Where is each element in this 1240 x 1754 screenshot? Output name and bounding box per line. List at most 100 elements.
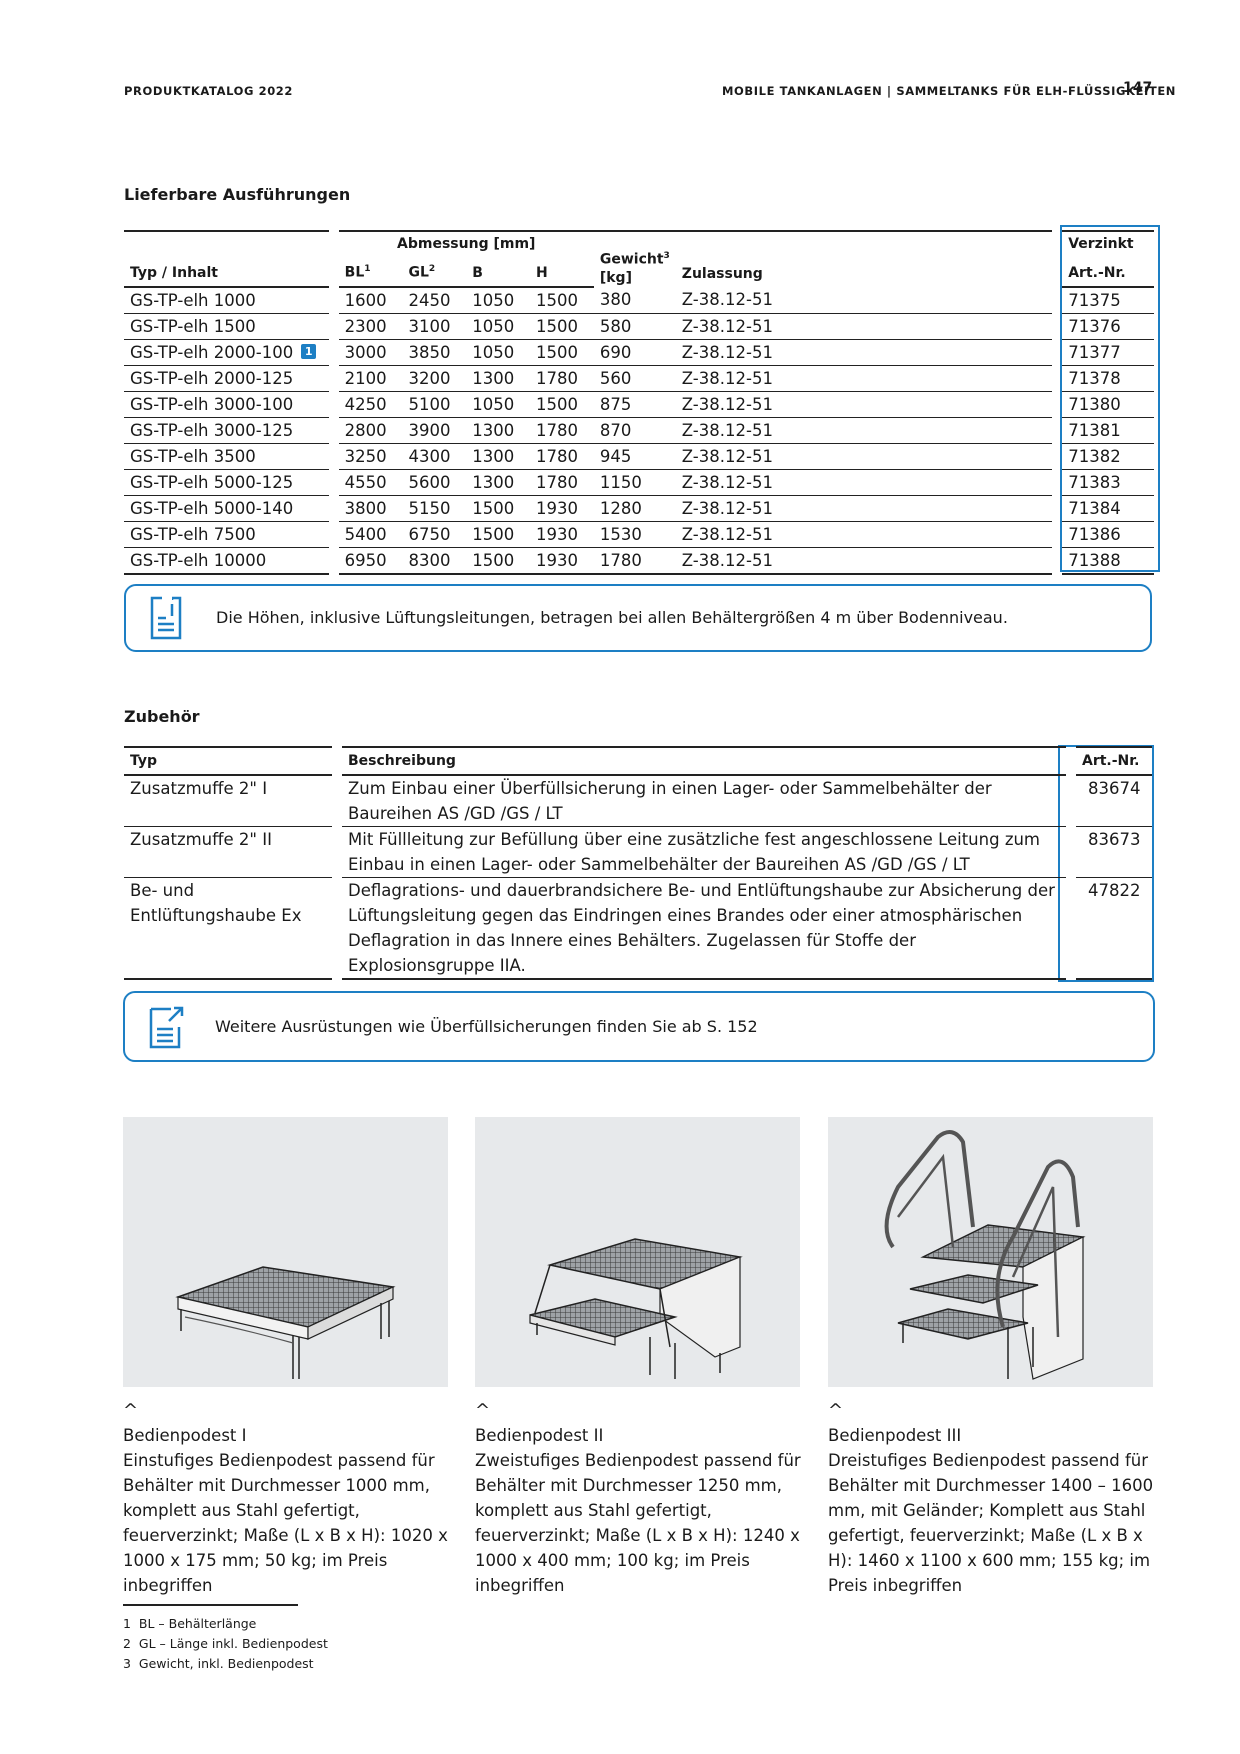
bl-cell: 3000 xyxy=(338,339,403,366)
typ-cell: GS-TP-elh 3000-125 xyxy=(124,417,329,444)
zulassung-cell: Z-38.12-51 xyxy=(675,339,1053,366)
bl-cell: 6950 xyxy=(338,547,403,575)
weight-cell: 870 xyxy=(593,417,676,444)
b-cell: 1300 xyxy=(466,469,531,496)
platform-1-illustration xyxy=(175,1266,396,1379)
acc-desc-cell: Deflagrations- und dauerbrandsichere Be-… xyxy=(342,877,1066,980)
weight-cell: 1530 xyxy=(593,521,676,548)
b-cell: 1500 xyxy=(466,495,531,522)
footnotes: 1 BL – Behälterlänge 2 GL – Länge inkl. … xyxy=(123,1614,328,1674)
art-cell: 71384 xyxy=(1062,495,1154,522)
gl-cell: 3900 xyxy=(402,417,467,444)
product-image-1 xyxy=(123,1117,448,1387)
b-cell: 1050 xyxy=(466,391,531,418)
acc-desc-cell: Mit Füllleitung zur Befüllung über eine … xyxy=(342,826,1066,878)
footnote-3: 3 Gewicht, inkl. Bedienpodest xyxy=(123,1656,314,1671)
zulassung-cell: Z-38.12-51 xyxy=(675,469,1053,496)
art-cell: 71382 xyxy=(1062,443,1154,470)
product-caption-3: Bedienpodest III Dreistufiges Bedienpode… xyxy=(828,1423,1158,1598)
product-caption-2: Bedienpodest II Zweistufiges Bedienpodes… xyxy=(475,1423,805,1598)
typ-cell: GS-TP-elh 1500 xyxy=(124,313,329,340)
caret-up-icon: ^ xyxy=(828,1400,844,1421)
h-cell: 1500 xyxy=(530,286,594,314)
h-header: H xyxy=(530,257,594,288)
weight-cell: 1780 xyxy=(593,547,676,575)
h-cell: 1780 xyxy=(530,417,594,444)
gl-cell: 8300 xyxy=(402,547,467,575)
h-cell: 1500 xyxy=(530,339,594,366)
zulassung-cell: Z-38.12-51 xyxy=(675,313,1053,340)
page-number: 147 xyxy=(1123,80,1153,96)
zulassung-cell: Z-38.12-51 xyxy=(675,495,1053,522)
gl-cell: 6750 xyxy=(402,521,467,548)
product-image-2 xyxy=(475,1117,800,1387)
product-caption-1: Bedienpodest I Einstufiges Bedienpodest … xyxy=(123,1423,453,1598)
info-box-more-equipment[interactable]: Weitere Ausrüstungen wie Überfüllsicheru… xyxy=(123,991,1155,1062)
acc-desc-cell: Zum Einbau einer Überfüllsicherung in ei… xyxy=(342,775,1066,827)
typ-cell: GS-TP-elh 5000-125 xyxy=(124,469,329,496)
h-cell: 1780 xyxy=(530,469,594,496)
header-left: PRODUKTKATALOG 2022 xyxy=(124,84,294,98)
info-heights-text: Die Höhen, inklusive Lüftungsleitungen, … xyxy=(216,608,1008,627)
b-cell: 1500 xyxy=(466,521,531,548)
weight-cell: 1280 xyxy=(593,495,676,522)
h-cell: 1930 xyxy=(530,547,594,575)
art-cell: 71376 xyxy=(1062,313,1154,340)
product-image-3 xyxy=(828,1117,1153,1387)
zulassung-cell: Z-38.12-51 xyxy=(675,286,1053,314)
gl-header: GL xyxy=(408,264,429,281)
acc-desc-header: Beschreibung xyxy=(342,746,1066,776)
art-cell: 71380 xyxy=(1062,391,1154,418)
zulassung-cell: Z-38.12-51 xyxy=(675,443,1053,470)
gl-cell: 5100 xyxy=(402,391,467,418)
art-header: Art.-Nr. xyxy=(1062,257,1154,288)
gl-cell: 3100 xyxy=(402,313,467,340)
acc-art-cell: 47822 xyxy=(1076,877,1152,980)
acc-art-header: Art.-Nr. xyxy=(1076,746,1152,776)
typ-cell: GS-TP-elh 1000 xyxy=(124,286,329,314)
product-name: Bedienpodest I xyxy=(123,1426,247,1445)
weight-cell: 580 xyxy=(593,313,676,340)
versions-title: Lieferbare Ausführungen xyxy=(124,185,351,204)
bl-header: BL xyxy=(344,264,365,281)
acc-art-cell: 83674 xyxy=(1076,775,1152,827)
info-more-text: Weitere Ausrüstungen wie Überfüllsicheru… xyxy=(215,1017,758,1036)
bl-cell: 1600 xyxy=(338,286,403,314)
typ-cell: GS-TP-elh 7500 xyxy=(124,521,329,548)
acc-typ-cell: Zusatzmuffe 2" I xyxy=(124,775,332,827)
weight-cell: 560 xyxy=(593,365,676,392)
product-name: Bedienpodest III xyxy=(828,1426,962,1445)
info-box-heights: Die Höhen, inklusive Lüftungsleitungen, … xyxy=(124,584,1152,652)
accessories-table: Typ Beschreibung Art.-Nr. Zusatzmuffe 2"… xyxy=(124,746,1152,980)
h-cell: 1500 xyxy=(530,313,594,340)
h-cell: 1930 xyxy=(530,521,594,548)
verzinkt-header: Verzinkt xyxy=(1062,230,1154,257)
bl-cell: 5400 xyxy=(338,521,403,548)
gl-cell: 2450 xyxy=(402,286,467,314)
art-cell: 71377 xyxy=(1062,339,1154,366)
b-cell: 1300 xyxy=(466,417,531,444)
typ-cell: GS-TP-elh 10000 xyxy=(124,547,329,575)
art-cell: 71386 xyxy=(1062,521,1154,548)
header-right: MOBILE TANKANLAGEN | SAMMELTANKS FÜR ELH… xyxy=(722,84,1177,98)
zulassung-header: Zulassung xyxy=(681,265,763,282)
acc-typ-cell: Be- und Entlüftungshaube Ex xyxy=(124,877,332,980)
typ-cell: GS-TP-elh 3500 xyxy=(124,443,329,470)
weight-cell: 875 xyxy=(593,391,676,418)
art-cell: 71383 xyxy=(1062,469,1154,496)
bl-cell: 4550 xyxy=(338,469,403,496)
typ-cell: GS-TP-elh 2000-125 xyxy=(124,365,329,392)
weight-cell: 1150 xyxy=(593,469,676,496)
h-cell: 1780 xyxy=(530,365,594,392)
b-cell: 1500 xyxy=(466,547,531,575)
